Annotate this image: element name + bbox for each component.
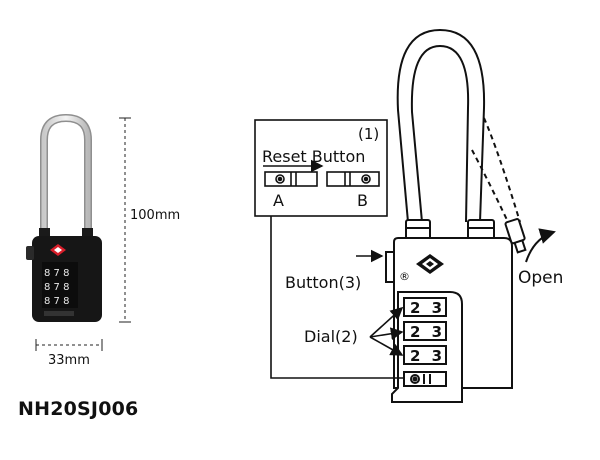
photo-cable (40, 113, 92, 238)
dial-row-2: 2 3 (410, 323, 445, 341)
photo-dial-2: 8 7 8 (44, 282, 69, 293)
open-label: Open (518, 268, 563, 288)
model-number: NH20SJ006 (18, 398, 139, 420)
shackle-cable (396, 28, 486, 223)
reset-title: Reset Button (262, 147, 365, 166)
tsa-logo-icon (50, 244, 66, 256)
product-photo: 8 7 8 8 7 8 8 7 8 (26, 113, 102, 322)
position-b-label: B (357, 191, 368, 210)
side-button (385, 251, 394, 283)
open-arrow (525, 228, 556, 263)
width-dimension: 33mm (35, 339, 103, 368)
dial-label: Dial(2) (304, 327, 358, 346)
position-a-label: A (273, 191, 284, 210)
height-label: 100mm (130, 208, 180, 223)
button-label: Button(3) (285, 273, 361, 292)
diagram-tsa-logo-icon (416, 254, 444, 274)
dial-row-1: 2 3 (410, 299, 445, 317)
line-drawing (385, 28, 556, 403)
photo-dial-3: 8 7 8 (44, 296, 69, 307)
reset-number: (1) (358, 125, 379, 143)
registered-mark: ® (399, 270, 410, 283)
dial-row-3: 2 3 (410, 347, 445, 365)
width-label: 33mm (48, 353, 90, 368)
dial-pointer-lines (369, 306, 404, 356)
photo-dial-1: 8 7 8 (44, 268, 69, 279)
height-dimension: 100mm (119, 117, 180, 323)
reset-callout (254, 119, 404, 379)
shackle-tip (504, 218, 527, 254)
callout-leader (270, 216, 404, 379)
shackle-open-dashed (483, 117, 521, 223)
